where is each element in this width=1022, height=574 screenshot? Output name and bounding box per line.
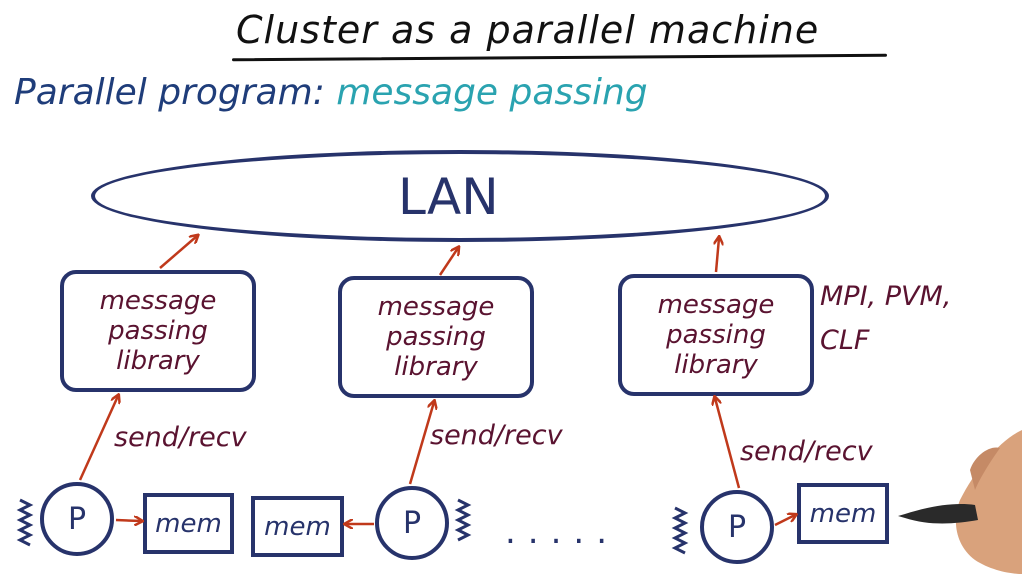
library-2-line-3: library	[394, 352, 478, 382]
lan-label: LAN	[398, 168, 499, 226]
library-1-line-3: library	[116, 346, 200, 376]
diagram-title: Cluster as a parallel machine	[236, 8, 820, 52]
arrow-library-3-to-lan	[716, 238, 719, 273]
library-3-line-1: message	[657, 290, 775, 320]
library-2-line-2: passing	[386, 322, 486, 352]
spring-icon-node-1	[16, 498, 34, 547]
memory-node-2: mem	[251, 496, 344, 557]
lan-ellipse	[91, 150, 829, 242]
subtitle-label: Parallel program:	[14, 72, 325, 113]
library-3-line-2: passing	[666, 320, 766, 350]
arrow-library-1-to-lan	[159, 236, 197, 269]
subtitle: Parallel program: message passing	[14, 72, 648, 113]
hand-with-pen-icon	[898, 430, 1022, 574]
library-examples-note: MPI, PVM, CLF	[820, 275, 951, 363]
processor-node-3: P	[700, 490, 774, 564]
arrow-processor-3-to-library-3	[715, 398, 741, 489]
send-recv-label-2: send/recv	[430, 420, 563, 451]
more-nodes-ellipsis: .....	[505, 512, 620, 552]
memory-node-1: mem	[143, 493, 234, 554]
library-1-line-2: passing	[108, 316, 208, 346]
arrow-processor-1-to-library-1	[78, 396, 118, 481]
spring-icon-node-3	[671, 506, 689, 555]
arrow-processor-1-to-memory-1	[115, 520, 141, 521]
processor-node-1: P	[40, 482, 114, 556]
spring-icon-node-2	[454, 498, 472, 542]
library-3-line-3: library	[674, 350, 758, 380]
send-recv-label-1: send/recv	[114, 422, 247, 453]
arrow-library-2-to-lan	[438, 248, 458, 276]
arrow-processor-2-to-library-2	[408, 402, 434, 485]
library-2-line-1: message	[377, 292, 495, 322]
library-box-2: message passing library	[338, 276, 534, 398]
library-1-line-1: message	[99, 286, 217, 316]
processor-node-2: P	[375, 486, 449, 560]
library-box-1: message passing library	[60, 270, 256, 392]
library-examples-line-1: MPI, PVM,	[820, 281, 952, 312]
arrow-processor-3-to-memory-3	[774, 515, 795, 527]
send-recv-label-3: send/recv	[740, 436, 873, 467]
subtitle-value: message passing	[336, 72, 648, 113]
library-examples-line-2: CLF	[820, 325, 870, 356]
